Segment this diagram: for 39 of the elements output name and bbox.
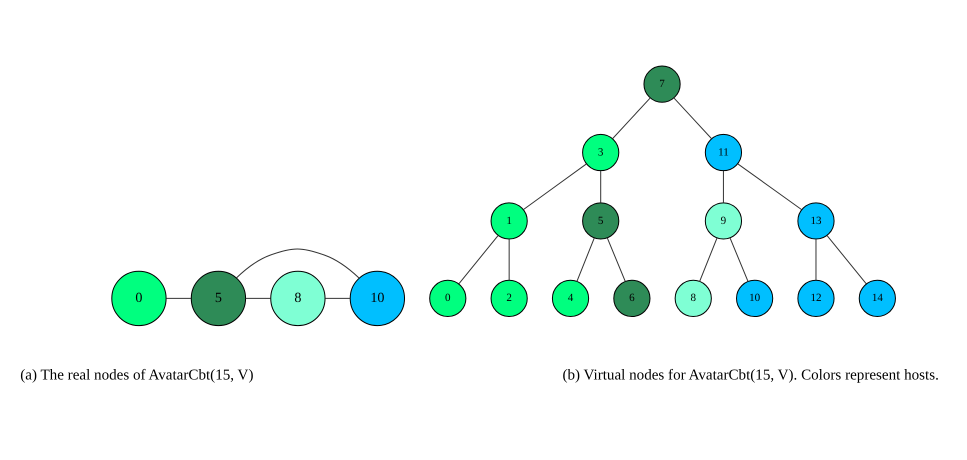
node-circle: 5	[190, 270, 246, 326]
node-circle: 8	[270, 270, 326, 326]
connector	[826, 235, 867, 284]
node-circle: 7	[643, 66, 681, 103]
connector	[606, 238, 626, 282]
connector	[815, 239, 816, 280]
node-circle: 0	[429, 280, 466, 318]
node-circle: 10	[350, 270, 406, 326]
connector	[246, 298, 271, 299]
connector	[325, 298, 350, 299]
node-circle: 12	[797, 280, 835, 318]
connector	[576, 238, 595, 282]
connector	[730, 238, 748, 282]
connector	[508, 239, 510, 280]
connector	[523, 164, 587, 210]
node-circle: 2	[490, 280, 528, 318]
connector	[236, 248, 360, 278]
node-circle: 4	[552, 280, 590, 318]
connector	[166, 298, 192, 299]
node-circle: 10	[736, 280, 774, 318]
label: (b) Virtual nodes for AvatarCbt(15, V). Colors represent hosts.	[562, 367, 939, 384]
label: (a) The real nodes of AvatarCbt(15, V)	[20, 367, 254, 384]
node-circle: 0	[111, 270, 167, 326]
node-circle: 6	[613, 280, 650, 318]
node-circle: 1	[490, 202, 528, 240]
node-circle: 8	[674, 280, 712, 318]
connector	[612, 98, 651, 140]
connector	[458, 235, 499, 284]
node-circle: 3	[582, 134, 620, 172]
node-circle: 14	[858, 280, 896, 318]
connector	[600, 171, 602, 202]
node-circle: 13	[797, 202, 835, 240]
node-circle: 5	[582, 202, 620, 240]
connector	[674, 98, 712, 140]
connector	[738, 164, 802, 210]
node-circle: 11	[704, 134, 742, 172]
node-circle: 9	[704, 202, 742, 240]
connector	[699, 238, 718, 282]
connector	[722, 171, 724, 202]
